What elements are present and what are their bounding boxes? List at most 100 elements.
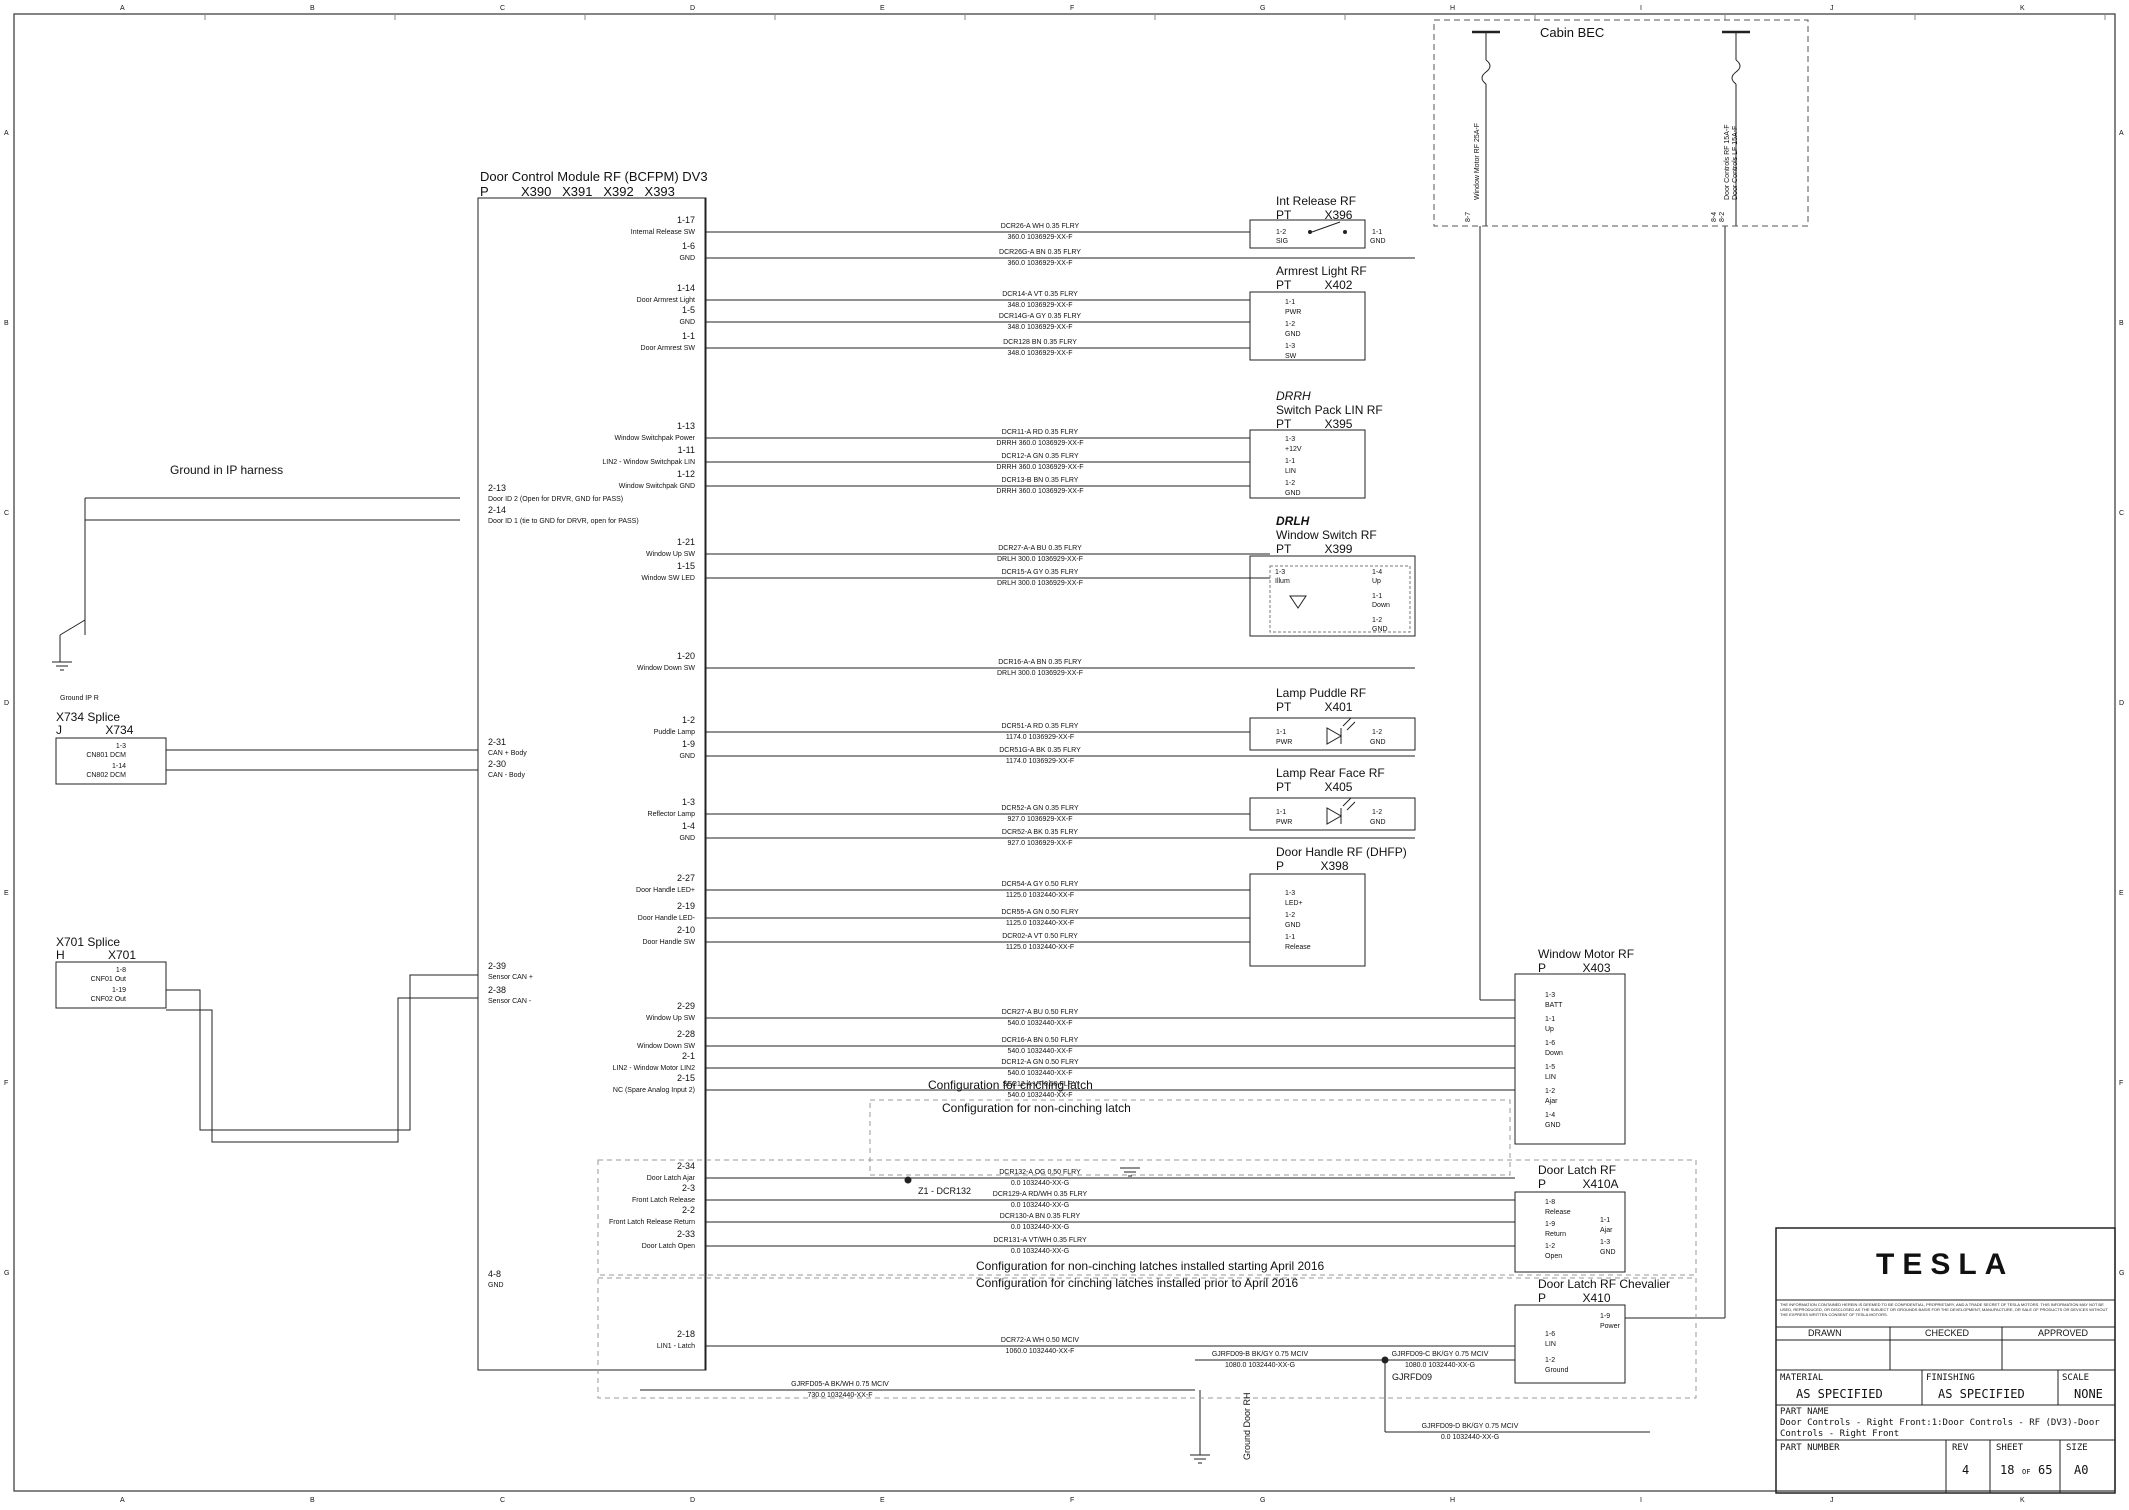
size-label: SIZE xyxy=(2066,1443,2088,1453)
door-latch-box xyxy=(1514,1191,1626,1273)
dcm-pin-number: 1-4 xyxy=(682,821,695,831)
sensor-can-low xyxy=(166,997,478,1143)
rev-value: 4 xyxy=(1962,1463,1969,1477)
wire-part-number: 0.0 1032440-XX-G xyxy=(1011,1248,1069,1255)
row-label-right: E xyxy=(2119,890,2124,897)
dcm-pin-number: 1-20 xyxy=(677,651,695,661)
dcm-pin-number: 2-19 xyxy=(677,901,695,911)
switch-pack-pin-name: GND xyxy=(1285,490,1301,497)
col-label-top: C xyxy=(500,5,505,12)
wire-label: DCR52-A GN 0.35 FLRY xyxy=(1001,805,1079,812)
armrest-pin-number: 1-1 xyxy=(1285,299,1295,306)
col-label-bottom: I xyxy=(1640,1497,1642,1504)
dcm-left-pin-number: 2-38 xyxy=(488,985,506,995)
material-value: AS SPECIFIED xyxy=(1796,1387,1883,1401)
lamp-rear-pin2-name: GND xyxy=(1370,819,1386,826)
armrest-title: Armrest Light RF xyxy=(1276,264,1367,278)
int-release-box xyxy=(1249,219,1366,249)
door-latch-pin-name: Open xyxy=(1545,1253,1562,1260)
door-latch-right-pin-name: Ajar xyxy=(1600,1227,1613,1234)
wire-label: DCR16-A-A BN 0.35 FLRY xyxy=(998,659,1082,666)
row-label-left: F xyxy=(4,1080,8,1087)
col-label-top: G xyxy=(1260,5,1265,12)
armrest-pin-name: SW xyxy=(1285,353,1297,360)
wire-label: DCR11-A RD 0.35 FLRY xyxy=(1002,429,1079,436)
dcm-pin-name: Front Latch Release Return xyxy=(609,1219,695,1226)
wire-label: DCR130-A BN 0.35 FLRY xyxy=(1000,1213,1081,1220)
dcm-pin-name: LIN2 - Window Switchpak LIN xyxy=(602,459,695,466)
part-number-label: PART NUMBER xyxy=(1780,1443,1840,1453)
dcm-left-pin-name: Door ID 2 (Open for DRVR, GND for PASS) xyxy=(488,496,623,503)
sheet-label: SHEET xyxy=(1996,1443,2024,1453)
splice-dot-dcr132 xyxy=(904,1176,912,1184)
switch-contact xyxy=(1343,230,1347,234)
wire-part-number: 540.0 1032440-XX-F xyxy=(1008,1020,1073,1027)
wire-part-number: 360.0 1036929-XX-F xyxy=(1008,234,1073,241)
dcm-pin-name: GND xyxy=(679,319,695,326)
fuse-door-controls-rf-label: Door Controls RF 15A-F xyxy=(1724,125,1731,200)
int-release-sub: PT X396 xyxy=(1276,208,1353,222)
wire-part-number: 927.0 1036929-XX-F xyxy=(1008,840,1073,847)
part-name-line2: Controls - Right Front xyxy=(1780,1429,1899,1439)
lamp-puddle-box xyxy=(1249,717,1416,751)
switch-pack-pin-number: 1-3 xyxy=(1285,436,1295,443)
switch-pack-sub: PT X395 xyxy=(1276,417,1353,431)
dcm-pin-number: 2-34 xyxy=(677,1161,695,1171)
window-motor-pin-number: 1-5 xyxy=(1545,1064,1555,1071)
wire-label: DCR14-A VT 0.35 FLRY xyxy=(1002,291,1078,298)
door-latch-title: Door Latch RF xyxy=(1538,1163,1616,1177)
wire-label: DCR132-A OG 0.50 FLRY xyxy=(999,1169,1081,1176)
switch-pack-title: Switch Pack LIN RF xyxy=(1276,403,1383,417)
wire-part-number: 348.0 1036929-XX-F xyxy=(1008,324,1073,331)
wire-label: DCR27-A-A BU 0.35 FLRY xyxy=(998,545,1082,552)
window-motor-pin-name: Up xyxy=(1545,1026,1554,1033)
x701-title: X701 Splice xyxy=(56,935,120,949)
sheet-of: OF xyxy=(2022,1468,2030,1476)
int-release-pin2-name: GND xyxy=(1370,238,1386,245)
dcm-pin-number: 2-2 xyxy=(682,1205,695,1215)
note-non-cinching-2016: Configuration for non-cinching latches i… xyxy=(976,1259,1325,1273)
dcm-pin-number: 2-27 xyxy=(677,873,695,883)
wire-part-number: 1174.0 1036929-XX-F xyxy=(1006,758,1074,765)
armrest-pin-name: GND xyxy=(1285,331,1301,338)
door-latch-right-pin-number: 1-3 xyxy=(1600,1239,1610,1246)
finishing-value: AS SPECIFIED xyxy=(1938,1387,2025,1401)
window-motor-title: Window Motor RF xyxy=(1538,947,1634,961)
dcm-pin-number: 1-13 xyxy=(677,421,695,431)
door-handle-pin-number: 1-2 xyxy=(1285,912,1295,919)
x734-pin-number: 1-14 xyxy=(112,763,126,770)
tesla-logo: TESLA xyxy=(1876,1248,2014,1281)
int-release-pin1-name: SIG xyxy=(1276,238,1288,245)
col-label-top: F xyxy=(1070,5,1074,12)
door-handle-pin-name: LED+ xyxy=(1285,900,1303,907)
dcm-pin-number: 2-15 xyxy=(677,1073,695,1083)
armrest-box xyxy=(1249,291,1366,361)
lamp-rear-pin2: 1-2 xyxy=(1372,809,1382,816)
wire-part-number: 360.0 1036929-XX-F xyxy=(1008,260,1073,267)
dcm-pin-number: 1-6 xyxy=(682,241,695,251)
x701-pin-number: 1-19 xyxy=(112,987,126,994)
window-motor-pin-number: 1-6 xyxy=(1545,1040,1555,1047)
col-label-top: I xyxy=(1640,5,1642,12)
wire-label: GJRFD09-C BK/GY 0.75 MCIV xyxy=(1392,1351,1489,1358)
lamp-rear-title: Lamp Rear Face RF xyxy=(1276,766,1385,780)
rev-label: REV xyxy=(1952,1443,1969,1453)
sheet-number: 18 xyxy=(2000,1463,2014,1477)
row-label-right: F xyxy=(2119,1080,2123,1087)
door-latch-pin-number: 1-9 xyxy=(1545,1221,1555,1228)
wire-part-number: 540.0 1032440-XX-F xyxy=(1008,1092,1073,1099)
col-label-top: K xyxy=(2020,5,2025,12)
disclaimer-text: THE INFORMATION CONTAINED HEREIN IS DEEM… xyxy=(1780,1302,2108,1317)
dcm-pin-name: Window Down SW xyxy=(637,1043,695,1050)
wire-label: GJRFD09-D BK/GY 0.75 MCIV xyxy=(1422,1423,1519,1430)
window-motor-pin-name: LIN xyxy=(1545,1074,1556,1081)
lamp-puddle-pin1-name: PWR xyxy=(1276,739,1292,746)
dcm-left-pin-name: CAN - Body xyxy=(488,772,525,779)
wire-label: DCR129-A RD/WH 0.35 FLRY xyxy=(993,1191,1088,1198)
wire-part-number: 0.0 1032440-XX-G xyxy=(1441,1434,1499,1441)
col-label-bottom: G xyxy=(1260,1497,1265,1504)
puddle-led-icon-ray xyxy=(1342,717,1352,727)
window-motor-pin-number: 1-3 xyxy=(1545,992,1555,999)
